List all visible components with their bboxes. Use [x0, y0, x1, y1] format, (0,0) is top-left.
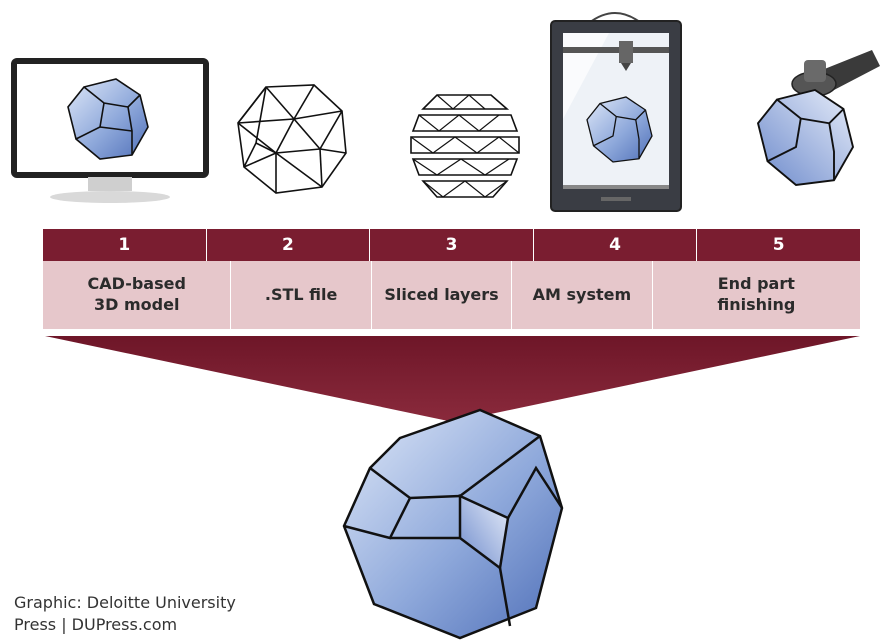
step-label-3: Sliced layers: [372, 261, 513, 329]
step-number-3: 3: [370, 229, 534, 261]
step-label-1: CAD-based 3D model: [43, 261, 232, 329]
sliced-layers-icon: [410, 94, 520, 198]
step-label-5: End part finishing: [717, 274, 796, 314]
monitor-icon: [11, 58, 209, 203]
credit-line-1: Graphic: Deloitte University: [14, 593, 236, 612]
step-label-row: CAD-based 3D model .STL file Sliced laye…: [43, 261, 860, 329]
step-number-5: 5: [772, 235, 785, 255]
step-number-2: 2: [207, 229, 371, 261]
step-number-row: 1 2 3 4 5: [43, 229, 860, 261]
graphic-credit: Graphic: Deloitte University Press | DUP…: [14, 592, 236, 637]
funnel-shape: [45, 336, 860, 422]
finished-part-icon: [342, 408, 564, 640]
step-number-1: 1: [43, 229, 207, 261]
angle-grinder-icon: [756, 50, 880, 186]
step-label-2: .STL file: [231, 261, 372, 329]
process-steps-table: 1 2 3 4 5 CAD-based 3D model .STL file S…: [43, 229, 860, 329]
3d-printer-icon: [550, 12, 682, 212]
step-label-4: AM system: [512, 261, 653, 329]
step-number-4: 4: [534, 229, 698, 261]
wireframe-mesh-icon: [237, 84, 347, 194]
credit-line-2: Press | DUPress.com: [14, 615, 178, 635]
